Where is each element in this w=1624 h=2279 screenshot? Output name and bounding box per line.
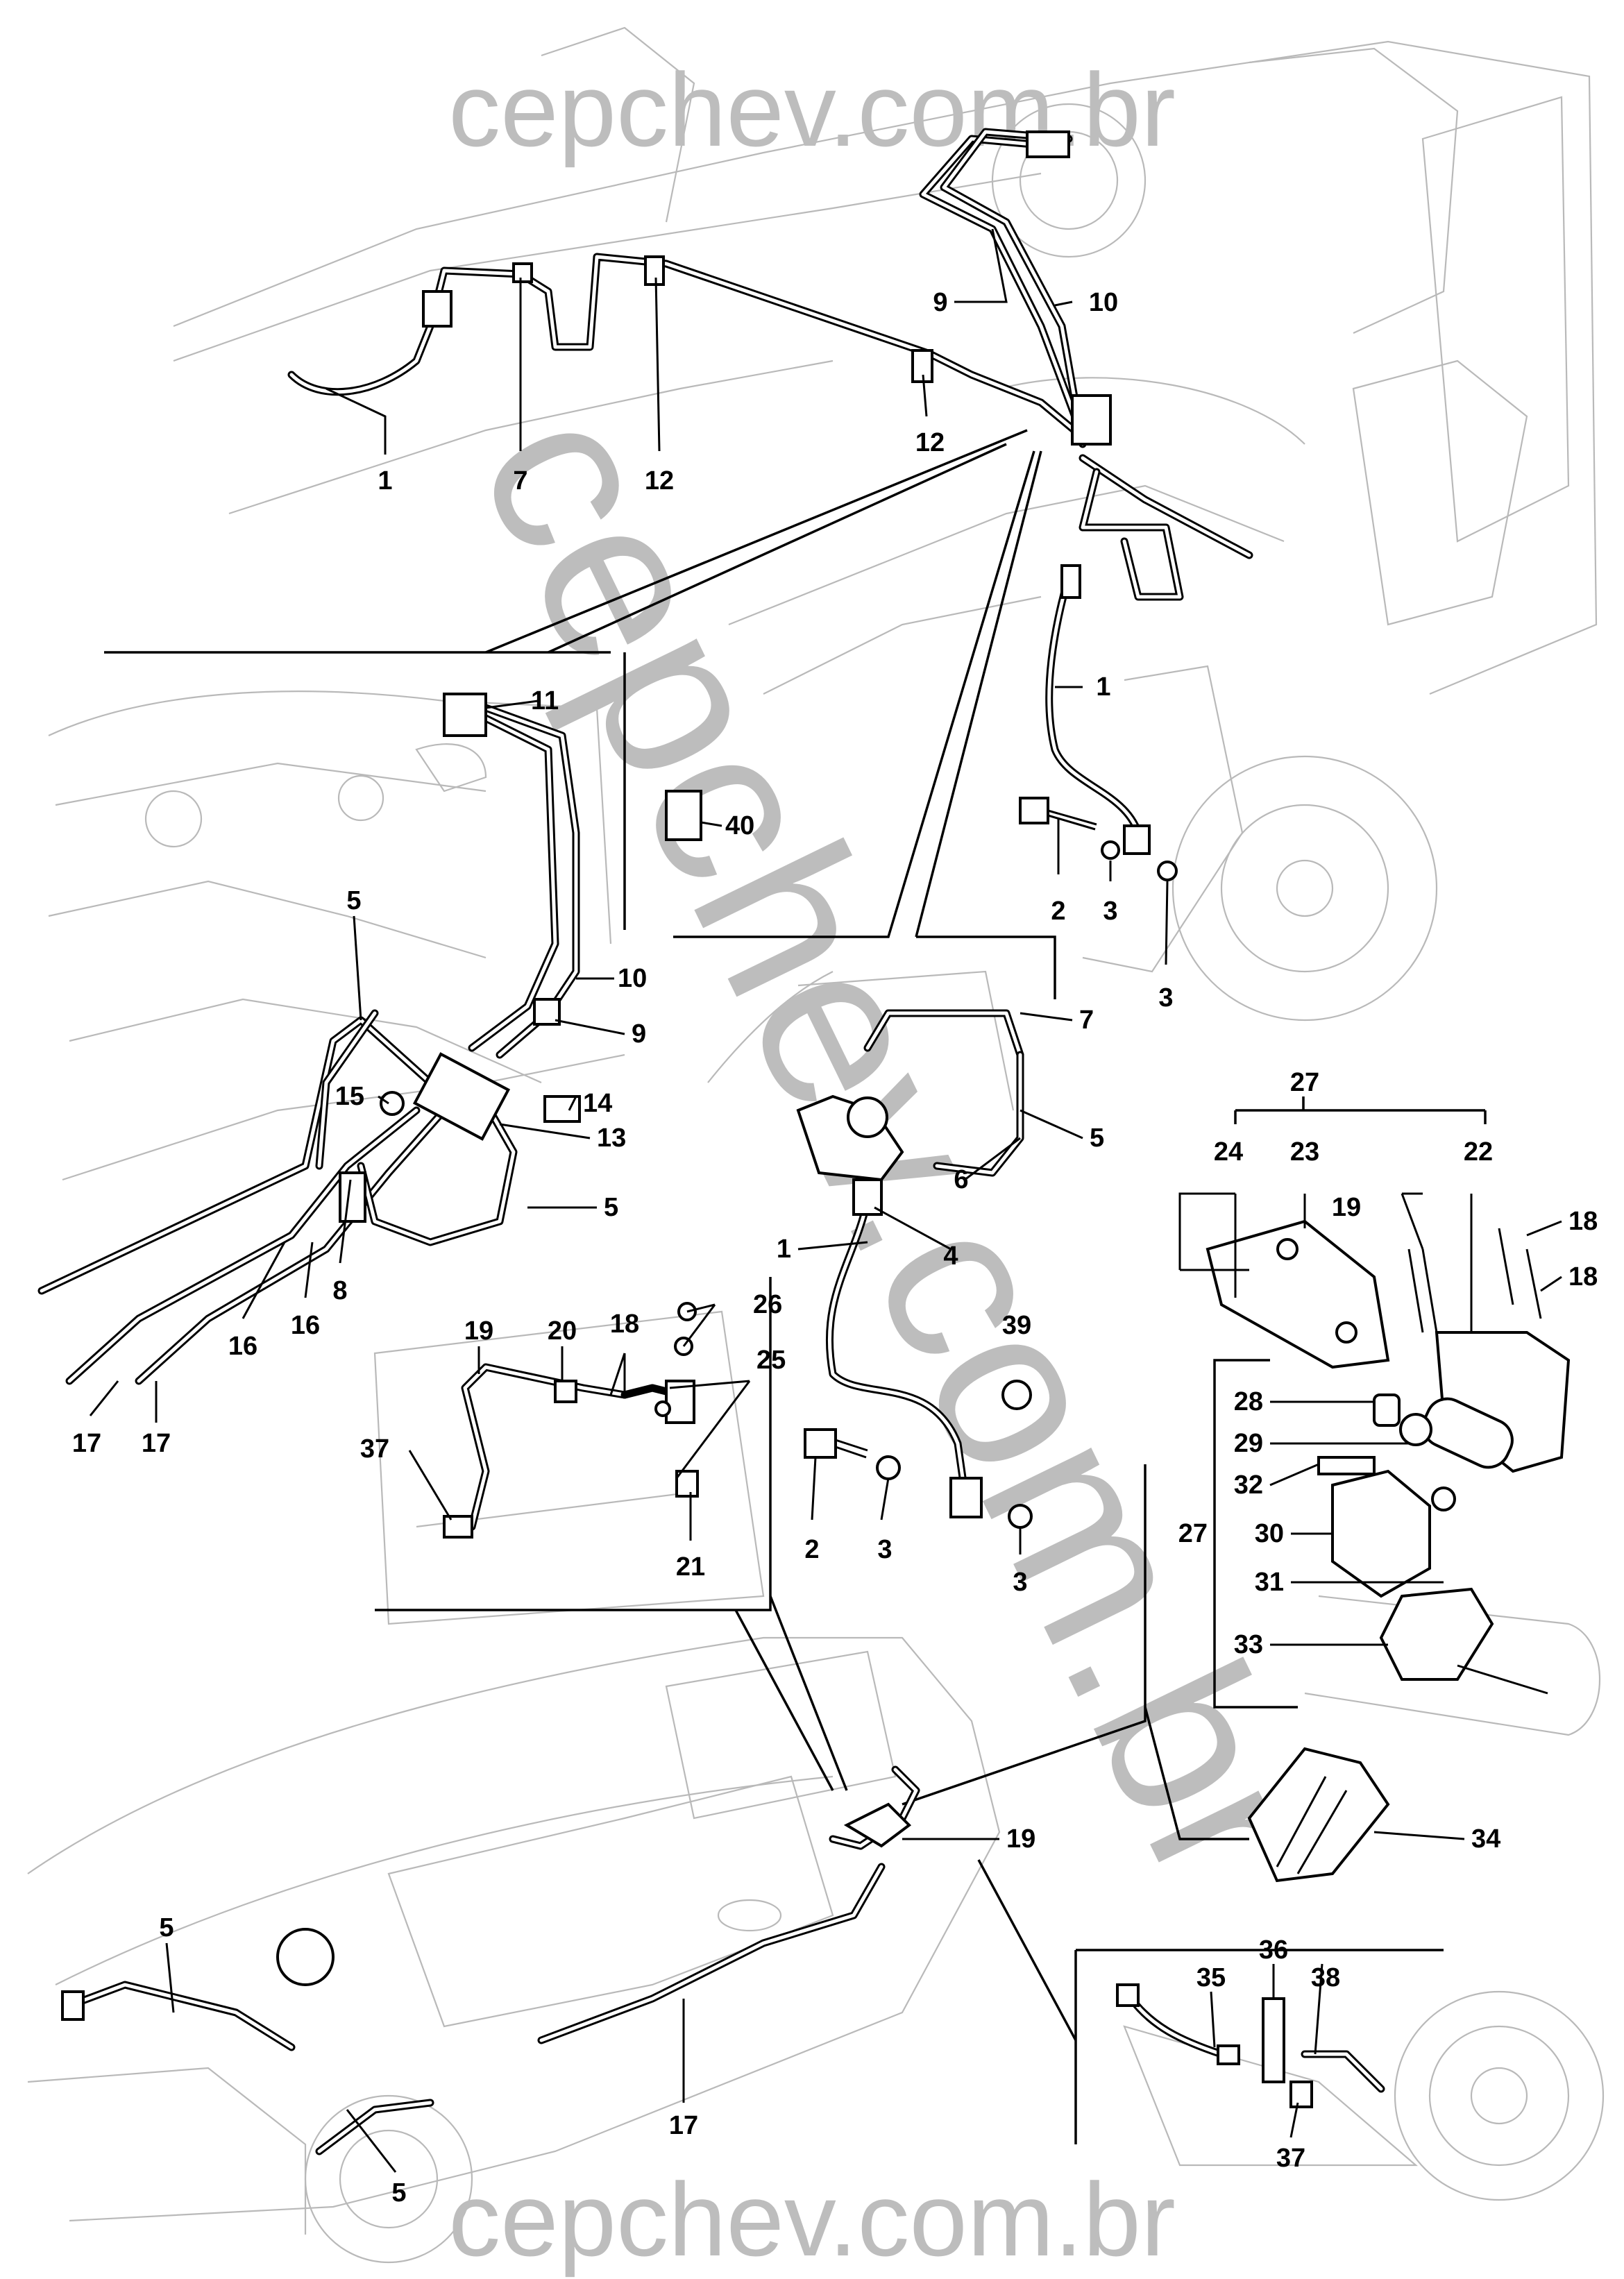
- master-cylinder-fitting: [1026, 130, 1070, 158]
- callout-17-b: 17: [142, 1429, 171, 1458]
- callout-30: 30: [1255, 1519, 1284, 1548]
- callout-24: 24: [1214, 1137, 1243, 1167]
- callout-1-top: 1: [378, 466, 392, 495]
- callout-13: 13: [597, 1124, 626, 1153]
- callout-27-top: 27: [1290, 1068, 1319, 1097]
- brake-pipes-upper: [287, 128, 1253, 601]
- callout-10-bay: 10: [618, 964, 647, 993]
- callout-3-middle-a: 3: [877, 1535, 892, 1564]
- callout-37-hinge: 37: [360, 1434, 389, 1464]
- callout-2-upper: 2: [1051, 897, 1065, 926]
- callout-19-vehicle: 19: [1006, 1824, 1035, 1854]
- watermark-bottom: cepchev.com.br: [448, 2161, 1176, 2278]
- callout-28: 28: [1234, 1387, 1263, 1416]
- callout-12-top-right: 12: [915, 428, 945, 457]
- callout-29: 29: [1234, 1429, 1263, 1458]
- callout-14: 14: [583, 1089, 612, 1118]
- callout-21: 21: [676, 1552, 705, 1582]
- door-harness-detail: [443, 1302, 699, 1539]
- callout-16-a: 16: [228, 1332, 257, 1361]
- clip-40: [665, 790, 702, 841]
- rear-hose-detail: [1116, 1983, 1385, 2108]
- cover-33: [1379, 1587, 1494, 1681]
- callout-4: 4: [943, 1242, 958, 1271]
- callout-1-upper-hose: 1: [1096, 672, 1110, 702]
- callout-5-bay-right: 5: [604, 1193, 618, 1222]
- callout-3-middle-b: 3: [1013, 1568, 1027, 1597]
- callout-16-b: 16: [291, 1311, 320, 1340]
- callout-17-a: 17: [72, 1429, 101, 1458]
- callout-15: 15: [335, 1082, 364, 1111]
- leader-lines: [89, 228, 1562, 2173]
- callout-1-middle: 1: [777, 1235, 791, 1264]
- callout-33: 33: [1234, 1630, 1263, 1659]
- callout-7-top: 7: [513, 466, 527, 495]
- callout-19-hinge: 19: [464, 1316, 493, 1346]
- callout-9-bay: 9: [632, 1019, 646, 1049]
- callout-20: 20: [548, 1316, 577, 1346]
- callout-5-vehicle-wheel: 5: [391, 2178, 406, 2208]
- callout-31: 31: [1255, 1568, 1284, 1597]
- callout-23: 23: [1290, 1137, 1319, 1167]
- bulkhead-bracket: [443, 693, 487, 737]
- bolt-32: [1317, 1456, 1376, 1475]
- callout-8: 8: [332, 1276, 347, 1305]
- bolt-and-washers-upper: [1019, 797, 1178, 881]
- brake-distribution-block: [412, 1052, 511, 1141]
- callout-27-side: 27: [1178, 1519, 1208, 1548]
- callout-26: 26: [753, 1290, 782, 1319]
- detail-frames: [104, 429, 1487, 2144]
- callout-3-upper-b: 3: [1158, 983, 1173, 1013]
- flex-hose-front-upper: [1045, 564, 1151, 855]
- callout-36: 36: [1259, 1935, 1288, 1965]
- pedal-bracket-assembly: [1206, 1219, 1571, 1695]
- callout-25: 25: [756, 1346, 786, 1375]
- callout-7-middle: 7: [1079, 1006, 1094, 1035]
- callout-10-top: 10: [1089, 288, 1118, 317]
- callout-labels: 1 7 12 12 9 10 1 2 3 3 11 40 5 10 9 15 1…: [72, 288, 1598, 2208]
- callout-5-bay-top: 5: [346, 886, 361, 915]
- callout-18-assembly-a: 18: [1568, 1207, 1598, 1236]
- callout-38: 38: [1311, 1963, 1340, 1992]
- callout-19-assembly: 19: [1332, 1193, 1361, 1222]
- callout-35: 35: [1196, 1963, 1226, 1992]
- callout-9-top: 9: [933, 288, 947, 317]
- vehicle-brake-routing: [61, 1765, 920, 2155]
- flex-hose-front-detail: [796, 1009, 1033, 1529]
- callout-2-middle: 2: [804, 1535, 819, 1564]
- callout-40: 40: [725, 811, 754, 840]
- callout-5-vehicle-front: 5: [159, 1913, 174, 1942]
- brake-pipes-engine-bay-detail: [37, 693, 702, 1385]
- callout-22: 22: [1464, 1137, 1493, 1167]
- callout-18-hinge: 18: [610, 1310, 639, 1339]
- heat-shield-34: [1247, 1747, 1390, 1883]
- callout-11: 11: [531, 686, 559, 715]
- callout-34: 34: [1471, 1824, 1500, 1854]
- callout-6: 6: [954, 1165, 968, 1194]
- callout-12-top-left: 12: [645, 466, 674, 495]
- callout-5-middle: 5: [1090, 1124, 1104, 1153]
- callout-3-upper-a: 3: [1103, 897, 1117, 926]
- callout-37-rear: 37: [1276, 2144, 1305, 2173]
- lever-30: [1331, 1469, 1431, 1598]
- brake-junction-block-upper: [1071, 394, 1112, 446]
- callout-39: 39: [1002, 1311, 1031, 1340]
- callout-32: 32: [1234, 1471, 1263, 1500]
- callout-18-assembly-b: 18: [1568, 1262, 1598, 1291]
- callout-17-vehicle: 17: [669, 2111, 698, 2140]
